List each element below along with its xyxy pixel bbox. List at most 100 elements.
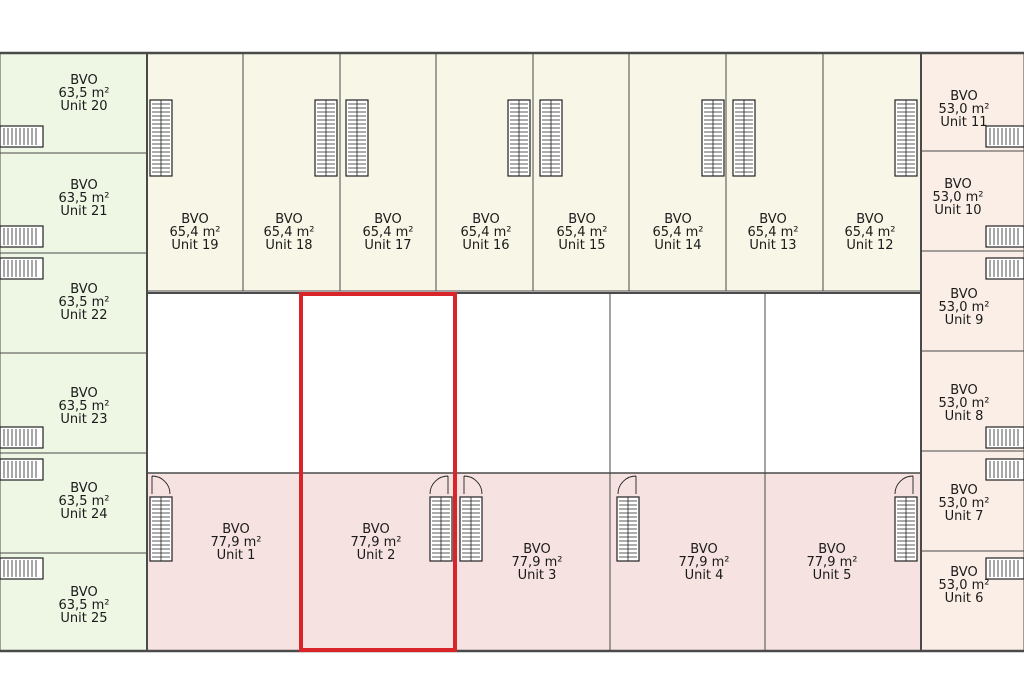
stair-right-1 <box>985 125 1024 148</box>
unit-areas <box>0 52 1024 652</box>
unit-16-label-2: Unit 16 <box>462 238 509 253</box>
unit-18-label-1: 65,4 m² <box>264 225 315 240</box>
door-unit-2 <box>429 475 449 495</box>
unit-23-label-0: BVO <box>70 386 97 401</box>
stair-left-6-frame <box>0 557 44 580</box>
unit-23-label-2: Unit 23 <box>60 412 107 427</box>
unit-20-label-2: Unit 20 <box>60 99 107 114</box>
unit-7-label-2: Unit 7 <box>945 509 984 524</box>
stair-right-6 <box>985 557 1024 580</box>
unit-13-label-2: Unit 13 <box>749 238 796 253</box>
stair-top-7 <box>732 99 756 177</box>
door-unit-4 <box>617 475 637 495</box>
unit-10-label-2: Unit 10 <box>934 203 981 218</box>
unit-22-label-2: Unit 22 <box>60 308 107 323</box>
stair-left-2-frame <box>0 225 44 248</box>
stair-right-6-frame <box>985 557 1024 580</box>
unit-9-label-1: 53,0 m² <box>939 300 990 315</box>
unit-1-label-1: 77,9 m² <box>211 535 262 550</box>
unit-24-label-1: 63,5 m² <box>59 494 110 509</box>
unit-12-label-2: Unit 12 <box>846 238 893 253</box>
stair-bottom-5 <box>894 496 918 562</box>
stair-left-5-frame <box>0 458 44 481</box>
unit-14-label-1: 65,4 m² <box>653 225 704 240</box>
unit-7-label-0: BVO <box>950 483 977 498</box>
stair-left-3-frame <box>0 257 44 280</box>
unit-8-label-0: BVO <box>950 383 977 398</box>
stair-right-5 <box>985 458 1024 481</box>
unit-6-label-1: 53,0 m² <box>939 578 990 593</box>
unit-22-label-0: BVO <box>70 282 97 297</box>
stair-right-2-frame <box>985 225 1024 248</box>
unit-5-label-0: BVO <box>818 542 845 557</box>
unit-18-label-0: BVO <box>275 212 302 227</box>
unit-16-label-1: 65,4 m² <box>461 225 512 240</box>
stair-left-1-frame <box>0 125 44 148</box>
stair-top-4 <box>507 99 531 177</box>
unit-5-label-1: 77,9 m² <box>807 555 858 570</box>
unit-25-label-2: Unit 25 <box>60 611 107 626</box>
unit-17-label-1: 65,4 m² <box>363 225 414 240</box>
unit-6-label-2: Unit 6 <box>945 591 984 606</box>
unit-3-label-1: 77,9 m² <box>512 555 563 570</box>
unit-3-label-2: Unit 3 <box>518 568 557 583</box>
unit-10-label-0: BVO <box>944 177 971 192</box>
unit-24-label-2: Unit 24 <box>60 507 107 522</box>
stair-left-6 <box>0 557 44 580</box>
stair-right-3-frame <box>985 257 1024 280</box>
unit-15-label-1: 65,4 m² <box>557 225 608 240</box>
selected-unit-2-outline <box>299 292 457 652</box>
unit-17-label-0: BVO <box>374 212 401 227</box>
stair-right-2 <box>985 225 1024 248</box>
unit-3-label-0: BVO <box>523 542 550 557</box>
central-hall <box>146 292 922 474</box>
door-unit-1 <box>151 475 171 495</box>
stair-right-4 <box>985 426 1024 449</box>
unit-19-label-2: Unit 19 <box>171 238 218 253</box>
unit-11-label-1: 53,0 m² <box>939 102 990 117</box>
stair-top-3 <box>345 99 369 177</box>
unit-14-label-0: BVO <box>664 212 691 227</box>
unit-18-label-2: Unit 18 <box>265 238 312 253</box>
unit-19-label-0: BVO <box>181 212 208 227</box>
unit-9-label-0: BVO <box>950 287 977 302</box>
unit-15-label-0: BVO <box>568 212 595 227</box>
unit-21-label-0: BVO <box>70 178 97 193</box>
unit-13-label-0: BVO <box>759 212 786 227</box>
stair-top-5 <box>539 99 563 177</box>
unit-12-label-0: BVO <box>856 212 883 227</box>
stair-left-4-frame <box>0 426 44 449</box>
unit-19-label-1: 65,4 m² <box>170 225 221 240</box>
stair-left-1 <box>0 125 44 148</box>
stair-top-6 <box>701 99 725 177</box>
stair-left-2 <box>0 225 44 248</box>
unit-17-label-2: Unit 17 <box>364 238 411 253</box>
unit-16-label-0: BVO <box>472 212 499 227</box>
unit-8-label-2: Unit 8 <box>945 409 984 424</box>
unit-15-label-2: Unit 15 <box>558 238 605 253</box>
stair-left-4 <box>0 426 44 449</box>
unit-13-label-1: 65,4 m² <box>748 225 799 240</box>
stair-right-5-frame <box>985 458 1024 481</box>
unit-11-label-2: Unit 11 <box>940 115 987 130</box>
unit-10-label-1: 53,0 m² <box>933 190 984 205</box>
stair-bottom-2 <box>429 496 453 562</box>
stair-bottom-4 <box>616 496 640 562</box>
unit-20-label-0: BVO <box>70 73 97 88</box>
stair-left-3 <box>0 257 44 280</box>
unit-14-label-2: Unit 14 <box>654 238 701 253</box>
door-unit-5 <box>894 475 914 495</box>
unit-2-label-2: Unit 2 <box>357 548 396 563</box>
unit-23-label-1: 63,5 m² <box>59 399 110 414</box>
stair-bottom-3 <box>459 496 483 562</box>
unit-20-label-1: 63,5 m² <box>59 86 110 101</box>
unit-2-label-1: 77,9 m² <box>351 535 402 550</box>
stair-top-1 <box>149 99 173 177</box>
unit-22-label-1: 63,5 m² <box>59 295 110 310</box>
unit-11-label-0: BVO <box>950 89 977 104</box>
stair-right-1-frame <box>985 125 1024 148</box>
door-unit-3 <box>463 475 483 495</box>
unit-21-label-2: Unit 21 <box>60 204 107 219</box>
